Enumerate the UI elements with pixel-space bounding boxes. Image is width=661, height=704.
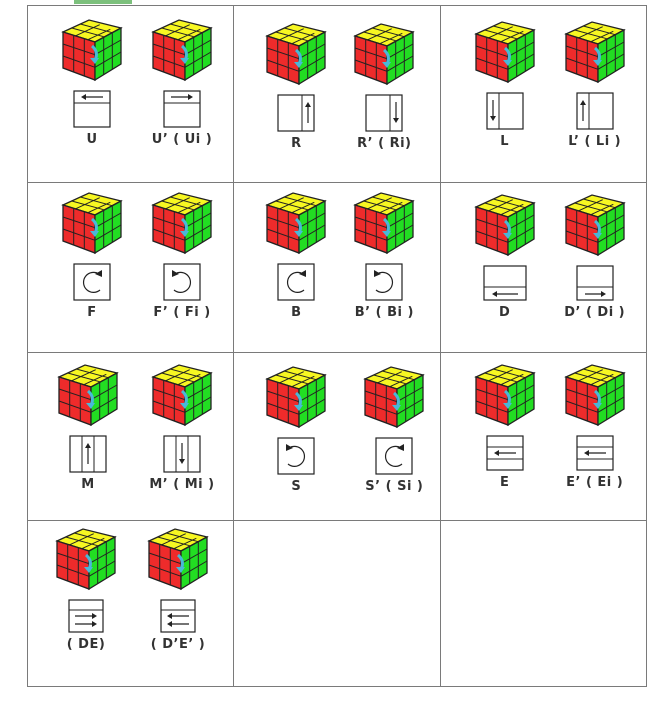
move-d: D <box>455 191 555 320</box>
cell-m: M M’ ( Mi ) <box>26 352 235 521</box>
notation-symbol-icon <box>277 94 315 132</box>
cell-u: U U’ ( Ui ) <box>26 5 235 183</box>
move-s-prime: S’ ( Si ) <box>344 363 444 494</box>
notation-symbol-icon <box>375 437 413 475</box>
cell-empty-1 <box>233 520 441 687</box>
move-l-prime: L’ ( Li ) <box>545 18 645 149</box>
move-m-prime: M’ ( Mi ) <box>132 361 232 492</box>
move-f: F <box>42 189 142 320</box>
cell-s: S S’ ( Si ) <box>233 352 441 521</box>
move-e-prime: E’ ( Ei ) <box>545 361 645 490</box>
move-label: R <box>291 136 302 151</box>
cube-illustration <box>473 194 536 257</box>
move-d-prime: D’ ( Di ) <box>545 191 645 320</box>
cell-empty-2 <box>439 520 648 687</box>
cube-illustration <box>353 192 416 255</box>
cube-illustration <box>563 21 626 84</box>
moves-table: U U’ ( Ui ) R R’ ( Ri) L L’ ( Li ) F F’ ( Fi… <box>26 5 648 687</box>
notation-symbol-icon <box>483 265 527 301</box>
notation-symbol-icon <box>163 435 201 473</box>
move-r: R <box>246 20 346 151</box>
move-label: F <box>87 305 97 320</box>
move-label: M’ ( Mi ) <box>149 477 215 492</box>
cube-illustration <box>265 23 328 86</box>
notation-symbol-icon <box>365 263 403 301</box>
notation-symbol-icon <box>486 435 524 471</box>
move-label: E’ ( Ei ) <box>566 475 624 490</box>
cube-illustration <box>473 21 536 84</box>
move-f-prime: F’ ( Fi ) <box>132 189 232 320</box>
move-label: U <box>86 132 98 147</box>
cube-illustration <box>363 366 426 429</box>
move-label: S’ ( Si ) <box>365 479 424 494</box>
move-s: S <box>246 363 346 494</box>
move-label: M <box>81 477 95 492</box>
notation-symbol-icon <box>73 90 111 128</box>
cell-b: B B’ ( Bi ) <box>233 182 441 353</box>
notation-symbol-icon <box>160 599 196 633</box>
cell-l: L L’ ( Li ) <box>439 5 648 183</box>
move-label: R’ ( Ri) <box>357 136 412 151</box>
move-label: U’ ( Ui ) <box>151 132 213 147</box>
cube-illustration <box>61 19 123 82</box>
cube-illustration <box>55 528 117 591</box>
move-b-prime: B’ ( Bi ) <box>334 189 434 320</box>
cube-illustration <box>151 19 213 82</box>
notation-symbol-icon <box>69 435 107 473</box>
move-b: B <box>246 189 346 320</box>
notation-symbol-icon <box>365 94 403 132</box>
move-u: U <box>42 16 142 147</box>
move-label: S <box>291 479 302 494</box>
move-u-prime: U’ ( Ui ) <box>132 16 232 147</box>
notation-symbol-icon <box>576 435 614 471</box>
notation-symbol-icon <box>486 92 524 130</box>
move-r-prime: R’ ( Ri) <box>334 20 434 151</box>
cube-illustration <box>563 364 626 427</box>
notation-symbol-icon <box>68 599 104 633</box>
move-d-primee-prime: ( D’E’ ) <box>128 525 228 652</box>
move-label: ( D’E’ ) <box>150 637 206 652</box>
cell-r: R R’ ( Ri) <box>233 5 441 183</box>
move-label: E <box>499 475 510 490</box>
top-strip <box>74 0 132 4</box>
cube-illustration <box>563 194 626 257</box>
cube-illustration <box>265 192 328 255</box>
move-l: L <box>455 18 555 149</box>
move-label: F’ ( Fi ) <box>153 305 211 320</box>
cube-illustration <box>353 23 416 86</box>
move-label: D’ ( Di ) <box>564 305 626 320</box>
cell-d: D D’ ( Di ) <box>439 182 648 353</box>
move-label: L <box>500 134 510 149</box>
notation-symbol-icon <box>576 92 614 130</box>
cube-illustration <box>151 192 213 255</box>
cube-illustration <box>61 192 123 255</box>
notation-symbol-icon <box>277 437 315 475</box>
cube-illustration <box>151 364 213 427</box>
cell-de: ( DE) ( D’E’ ) <box>26 520 235 687</box>
cube-illustration <box>57 364 119 427</box>
move-label: B’ ( Bi ) <box>354 305 414 320</box>
move-label: D <box>499 305 511 320</box>
cube-illustration <box>147 528 209 591</box>
move-de: ( DE) <box>36 525 136 652</box>
move-label: L’ ( Li ) <box>568 134 622 149</box>
notation-symbol-icon <box>163 90 201 128</box>
move-e: E <box>455 361 555 490</box>
notation-symbol-icon <box>277 263 315 301</box>
move-label: ( DE) <box>66 637 106 652</box>
move-m: M <box>38 361 138 492</box>
cube-illustration <box>473 364 536 427</box>
notation-symbol-icon <box>73 263 111 301</box>
notation-symbol-icon <box>576 265 614 301</box>
cube-illustration <box>265 366 328 429</box>
cell-e: E E’ ( Ei ) <box>439 352 648 521</box>
move-label: B <box>291 305 302 320</box>
notation-symbol-icon <box>163 263 201 301</box>
cell-f: F F’ ( Fi ) <box>26 182 235 353</box>
